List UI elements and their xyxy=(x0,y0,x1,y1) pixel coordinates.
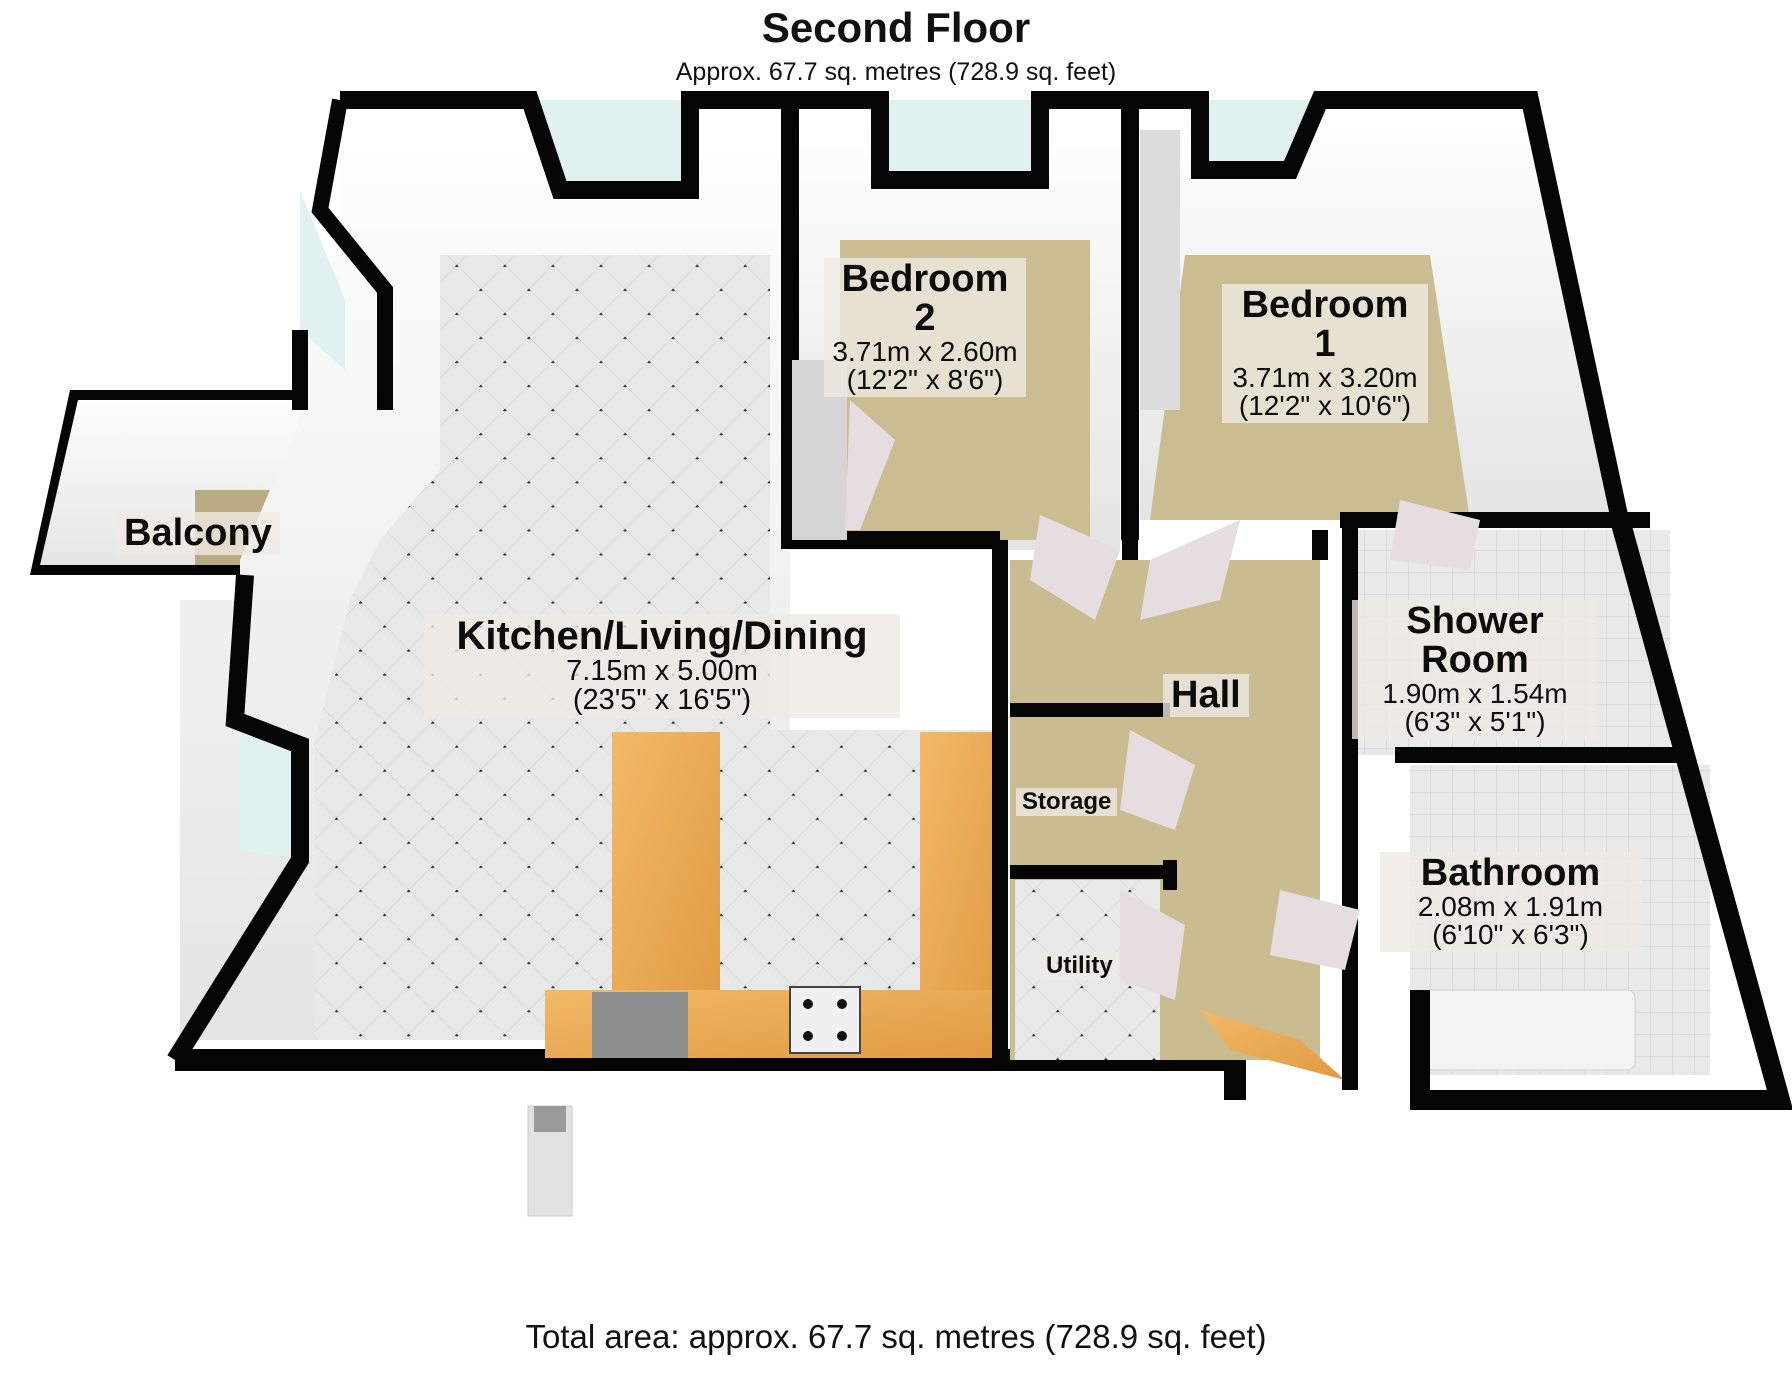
room-label-balcony: Balcony xyxy=(116,512,280,555)
room-label-storage: Storage xyxy=(1016,788,1118,817)
room-label-bedroom-2: Bedroom 2 3.71m x 2.60m (12'2" x 8'6") xyxy=(824,258,1026,397)
room-label-bedroom-1: Bedroom 1 3.71m x 3.20m (12'2" x 10'6") xyxy=(1222,284,1428,423)
room-label-utility: Utility xyxy=(1040,952,1119,981)
room-name: Kitchen/Living/Dining xyxy=(456,614,868,658)
hob-icon xyxy=(789,986,861,1054)
room-dimensions-imperial: (12'2" x 10'6") xyxy=(1238,390,1412,422)
room-dimensions-metric: 1.90m x 1.54m xyxy=(1382,677,1568,709)
room-label-shower-room: Shower Room 1.90m x 1.54m (6'3" x 5'1") xyxy=(1352,600,1598,739)
room-name: Bathroom xyxy=(1420,852,1601,894)
room-label-hall: Hall xyxy=(1163,674,1249,717)
room-dimensions-imperial: (6'10" x 6'3") xyxy=(1432,919,1589,951)
room-name: Utility xyxy=(1046,952,1113,979)
room-dimensions-metric: 2.08m x 1.91m xyxy=(1417,890,1604,922)
floor-area-subtitle: Approx. 67.7 sq. metres (728.9 sq. feet) xyxy=(675,58,1117,86)
room-dimensions-imperial: (12'2" x 8'6") xyxy=(846,364,1004,396)
room-dimensions-imperial: (6'3" x 5'1") xyxy=(1404,706,1546,738)
room-dimensions-imperial: (23'5" x 16'5") xyxy=(572,684,752,717)
floor-title: Second Floor xyxy=(761,4,1031,51)
sink-icon xyxy=(527,1105,573,1217)
room-dimensions-metric: 7.15m x 5.00m xyxy=(566,654,758,687)
room-label-bathroom: Bathroom 2.08m x 1.91m (6'10" x 6'3") xyxy=(1380,852,1641,952)
room-name: Hall xyxy=(1171,674,1241,716)
room-label-kitchen-living-dining: Kitchen/Living/Dining 7.15m x 5.00m (23'… xyxy=(424,614,900,718)
room-name: Shower Room xyxy=(1406,600,1544,681)
room-name: Storage xyxy=(1022,788,1112,815)
total-area-footer: Total area: approx. 67.7 sq. metres (728… xyxy=(525,1318,1267,1355)
room-dimensions-metric: 3.71m x 3.20m xyxy=(1232,361,1418,393)
room-name: Bedroom 1 xyxy=(1241,284,1409,365)
room-dimensions-metric: 3.71m x 2.60m xyxy=(832,335,1018,367)
room-name: Bedroom 2 xyxy=(841,258,1009,339)
room-name: Balcony xyxy=(124,512,272,554)
